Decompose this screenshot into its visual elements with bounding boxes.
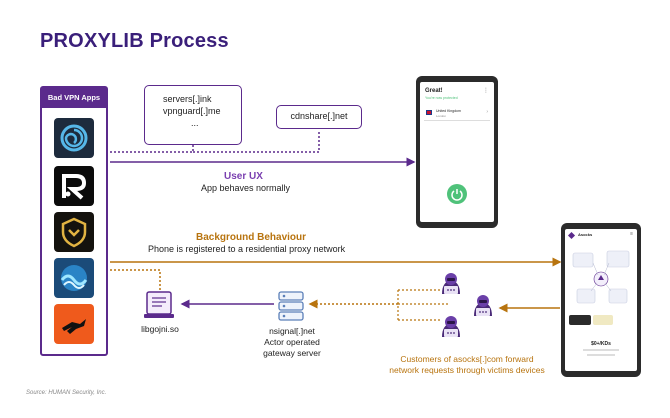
proxy-card-light <box>593 315 613 325</box>
hacker-icon <box>438 270 464 296</box>
background-title: Background Behaviour <box>196 232 307 243</box>
user-ux-subtitle: App behaves normally <box>201 183 291 193</box>
vpn-location-name: United Kingdom <box>436 109 461 113</box>
asocks-stat: $0+/KDs <box>591 341 611 347</box>
gateway-domain: nsignal[.]net <box>269 326 315 336</box>
servers-domain-more: ... <box>191 118 199 128</box>
gateway-desc-2: gateway server <box>263 348 321 358</box>
gateway-desc-1: Actor operated <box>264 337 320 347</box>
gateway-server-icon <box>276 290 306 322</box>
customers-label: Customers of asocks[.]com forward networ… <box>378 354 556 376</box>
proxy-network-illustration <box>572 250 630 304</box>
asocks-logo-icon <box>567 231 576 240</box>
proxy-phone: Asocks ≡ $0+/KDs <box>561 223 641 377</box>
cdn-domain-box: cdnshare[.]net <box>276 105 362 129</box>
vpn-phone-screen: Great! ⋮ You're now protected United Kin… <box>420 82 494 222</box>
proxy-phone-screen: Asocks ≡ $0+/KDs <box>565 229 637 371</box>
shield-app-icon <box>54 212 94 252</box>
apps-panel-header: Bad VPN Apps <box>42 88 106 108</box>
proxy-card-dark <box>569 315 591 325</box>
customers-line-1: Customers of asocks[.]com forward <box>400 354 534 364</box>
dotted-link-servers <box>110 145 194 153</box>
power-button[interactable] <box>447 184 467 204</box>
bad-vpn-apps-panel: Bad VPN Apps <box>40 86 108 356</box>
hacker-icon <box>470 292 496 318</box>
wave-app-icon <box>54 258 94 298</box>
servers-domain-2: vpnguard[.]me <box>163 106 221 116</box>
power-icon <box>451 189 463 201</box>
vpn-location-row[interactable]: United Kingdom London › <box>424 107 490 121</box>
customers-bracket <box>397 289 450 321</box>
vpn-connected-text: You're now protected <box>425 96 458 100</box>
servers-domain-box: servers[.]ink vpnguard[.]me ... <box>144 85 242 145</box>
asocks-text-line <box>583 349 619 351</box>
background-subtitle: Phone is registered to a residential pro… <box>148 244 346 254</box>
library-label: libgojni.so <box>141 324 179 334</box>
menu-icon[interactable]: ≡ <box>630 231 633 237</box>
user-ux-title: User UX <box>224 171 263 182</box>
spiral-app-icon <box>54 118 94 158</box>
asocks-app-name: Asocks <box>578 232 593 237</box>
customers-line-2: network requests through victims devices <box>389 365 545 375</box>
asocks-text-line <box>587 354 615 356</box>
r-logo-app-icon <box>54 166 94 206</box>
more-icon[interactable]: ⋮ <box>483 88 489 94</box>
dotted-link-cdn <box>193 130 320 153</box>
vpn-status-title: Great! <box>425 88 443 94</box>
dotted-link-lib <box>110 269 161 290</box>
vpn-location-city: London <box>436 114 447 118</box>
runner-app-icon <box>54 304 94 344</box>
page-title: PROXYLIB Process <box>40 30 229 52</box>
chevron-right-icon: › <box>486 109 488 115</box>
library-file-icon <box>143 290 177 320</box>
gateway-label: nsignal[.]net Actor operated gateway ser… <box>252 326 332 359</box>
uk-flag-icon <box>426 110 432 115</box>
servers-domain-1: servers[.]ink <box>163 94 212 104</box>
source-caption: Source: HUMAN Security, Inc. <box>26 390 107 396</box>
hacker-icon <box>438 313 464 339</box>
vpn-phone: Great! ⋮ You're now protected United Kin… <box>416 76 498 228</box>
